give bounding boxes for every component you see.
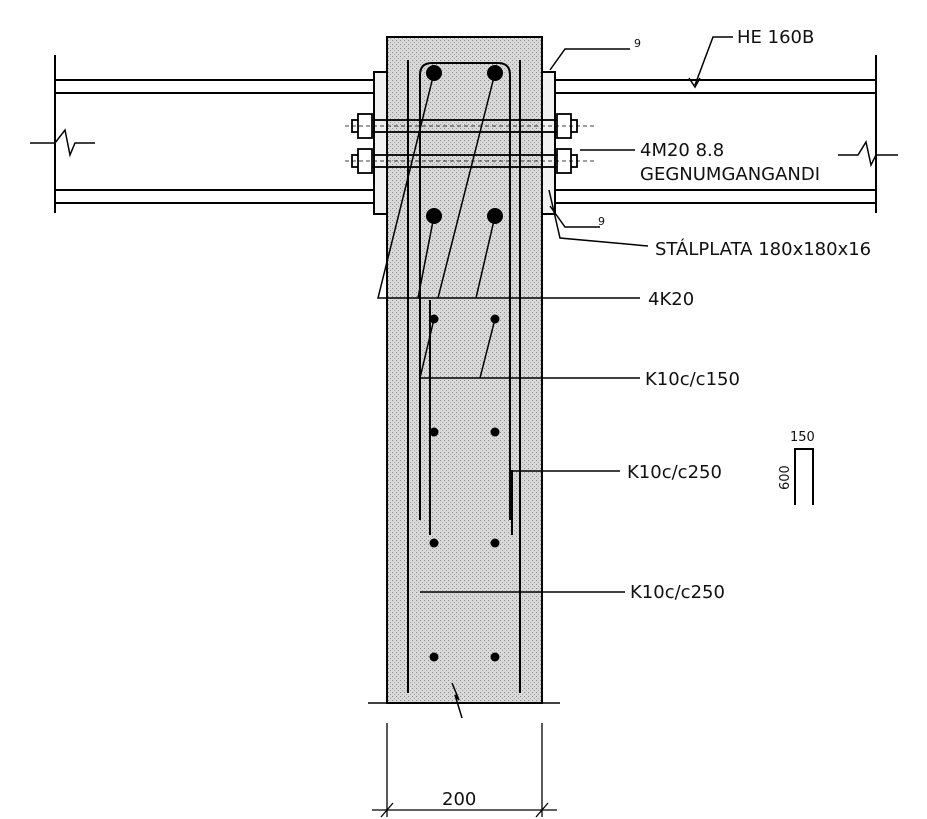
left-beam-break-symbol — [30, 128, 95, 158]
left-steel-plate — [373, 71, 388, 215]
steel-plate-label: STÁLPLATA 180x180x16 — [655, 238, 871, 260]
column-break-symbol — [368, 682, 560, 719]
secondary-bars-k10 — [429, 314, 500, 662]
stirrup-shape-detail — [794, 448, 814, 505]
bolts-label-line2: GEGNUMGANGANDI — [640, 164, 820, 185]
column-width-dimension: 200 — [442, 789, 476, 810]
beam-profile-label: HE 160B — [737, 27, 814, 48]
stirrup-height-label: 600 — [778, 465, 793, 490]
weld-bottom-label: 9 — [598, 215, 605, 228]
dimension-line-200 — [372, 723, 557, 818]
right-steel-beam — [556, 55, 877, 213]
right-steel-plate — [541, 71, 556, 215]
concrete-column — [386, 36, 543, 704]
main-bars-label: 4K20 — [648, 289, 694, 310]
nut-left-lower — [357, 148, 373, 174]
stirrup-width-label: 150 — [790, 430, 815, 445]
top-stirrup-hook — [419, 62, 511, 520]
stirrups-middle-label: K10c/c250 — [627, 462, 722, 483]
weld-top-label: 9 — [634, 37, 641, 50]
right-beam-break-symbol — [838, 140, 898, 168]
left-steel-beam — [54, 55, 376, 213]
bolts-label-line1: 4M20 8.8 — [640, 140, 724, 161]
stirrups-lower-label: K10c/c250 — [630, 582, 725, 603]
stirrup-reinforcement — [407, 60, 521, 693]
stirrups-upper-label: K10c/c150 — [645, 369, 740, 390]
through-bolts — [345, 113, 595, 174]
nut-left-upper — [357, 113, 373, 139]
leader-lines — [377, 36, 733, 593]
